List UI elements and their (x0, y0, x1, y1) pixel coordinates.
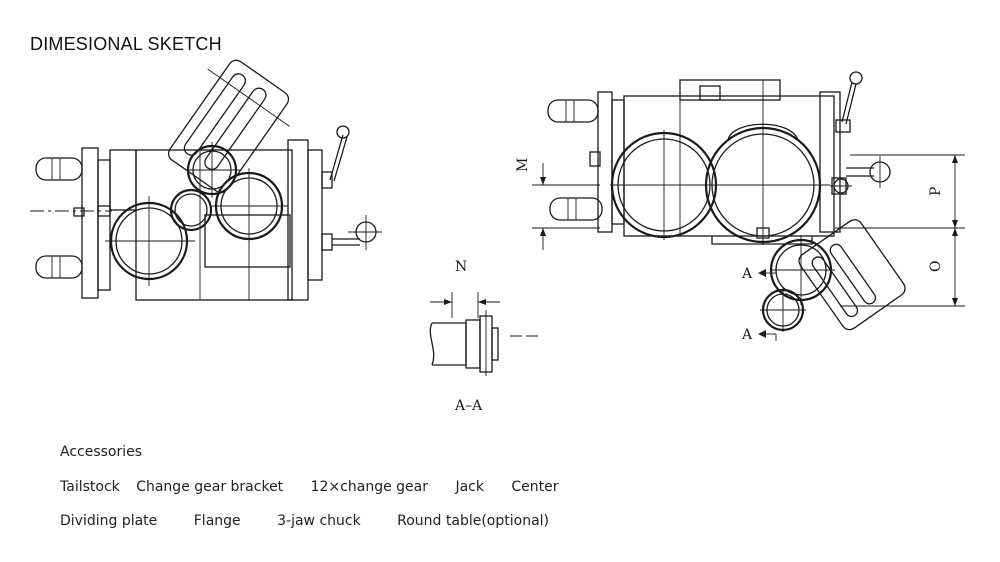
dim-label-p: P (928, 187, 944, 196)
accessory-item: Flange (193, 513, 241, 529)
dim-label-n: N (455, 259, 467, 275)
left-view (30, 59, 382, 301)
dim-label-a-top: A (741, 266, 753, 282)
page-title: DIMESIONAL SKETCH (30, 34, 222, 54)
accessory-item: Tailstock (60, 479, 120, 495)
accessory-item: 12×change gear (310, 479, 428, 495)
dim-label-a-bottom: A (741, 327, 753, 343)
dim-label-o: O (928, 261, 944, 272)
section-label: A–A (454, 398, 483, 414)
accessories-row-1: Tailstock Change gear bracket 12×change … (60, 479, 559, 495)
dimensional-sketch-drawing: N A–A (30, 59, 965, 414)
accessories-row-2: Dividing plate Flange 3-jaw chuck Round … (60, 513, 549, 529)
accessory-item: Dividing plate (60, 513, 158, 529)
dim-label-m: M (515, 158, 531, 172)
accessories-heading: Accessories (60, 444, 143, 460)
accessory-item: Change gear bracket (136, 479, 284, 495)
accessory-item: Jack (455, 479, 484, 495)
right-view: A A M P O (515, 71, 965, 343)
accessory-item: Round table(optional) (397, 513, 550, 529)
section-view: N A–A (429, 259, 540, 414)
accessory-item: Center (511, 479, 559, 495)
accessory-item: 3-jaw chuck (277, 513, 361, 529)
